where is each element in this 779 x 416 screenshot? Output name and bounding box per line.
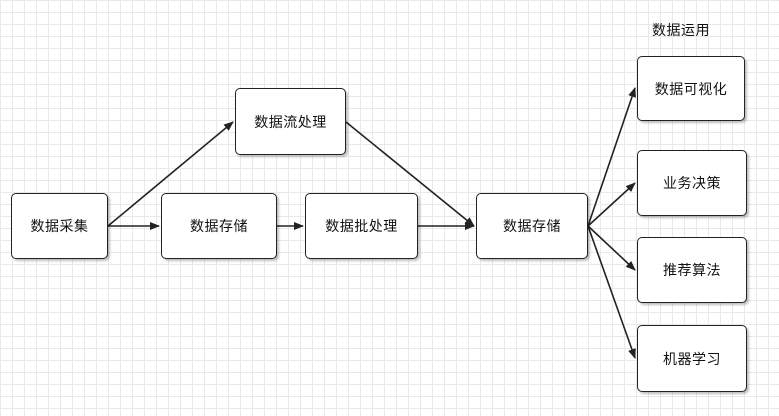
- node-business-decision[interactable]: 业务决策: [637, 150, 747, 216]
- node-stream-processing[interactable]: 数据流处理: [235, 88, 346, 155]
- node-data-collection[interactable]: 数据采集: [11, 193, 108, 259]
- node-batch-processing[interactable]: 数据批处理: [305, 193, 418, 259]
- edge-collect-to-stream: [107, 121, 234, 227]
- edge-store-to-ml: [587, 225, 636, 359]
- edge-store-to-decision: [587, 182, 636, 227]
- edge-store-to-visualize: [587, 87, 636, 227]
- node-data-visualization[interactable]: 数据可视化: [637, 56, 745, 121]
- edge-stream-to-store: [345, 121, 475, 227]
- node-data-storage-main[interactable]: 数据存储: [476, 193, 588, 259]
- edge-store-to-recommend: [587, 225, 636, 271]
- node-recommendation-algorithm[interactable]: 推荐算法: [637, 237, 747, 303]
- group-title-data-application: 数据运用: [652, 23, 710, 39]
- node-machine-learning[interactable]: 机器学习: [637, 325, 747, 392]
- node-data-storage-first[interactable]: 数据存储: [161, 193, 277, 259]
